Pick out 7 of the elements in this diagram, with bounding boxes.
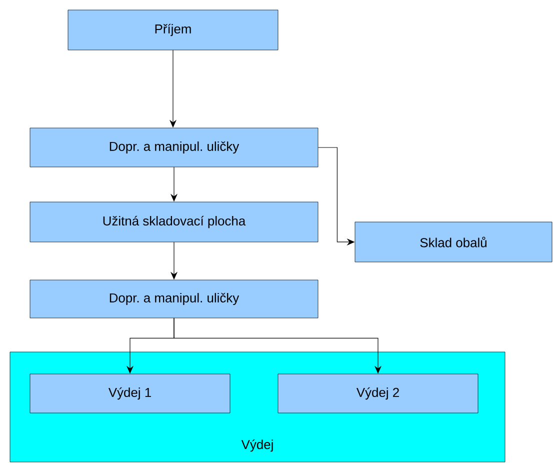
process-box: Příjem — [68, 10, 278, 50]
process-box: Výdej 1 — [30, 374, 230, 414]
process-box: Užitná skladovací plocha — [30, 202, 318, 242]
process-box: Výdej 2 — [278, 374, 478, 414]
process-box: Sklad obalů — [354, 222, 552, 262]
process-box: Dopr. a manipul. uličky — [30, 128, 318, 168]
process-box: Dopr. a manipul. uličky — [30, 280, 318, 318]
